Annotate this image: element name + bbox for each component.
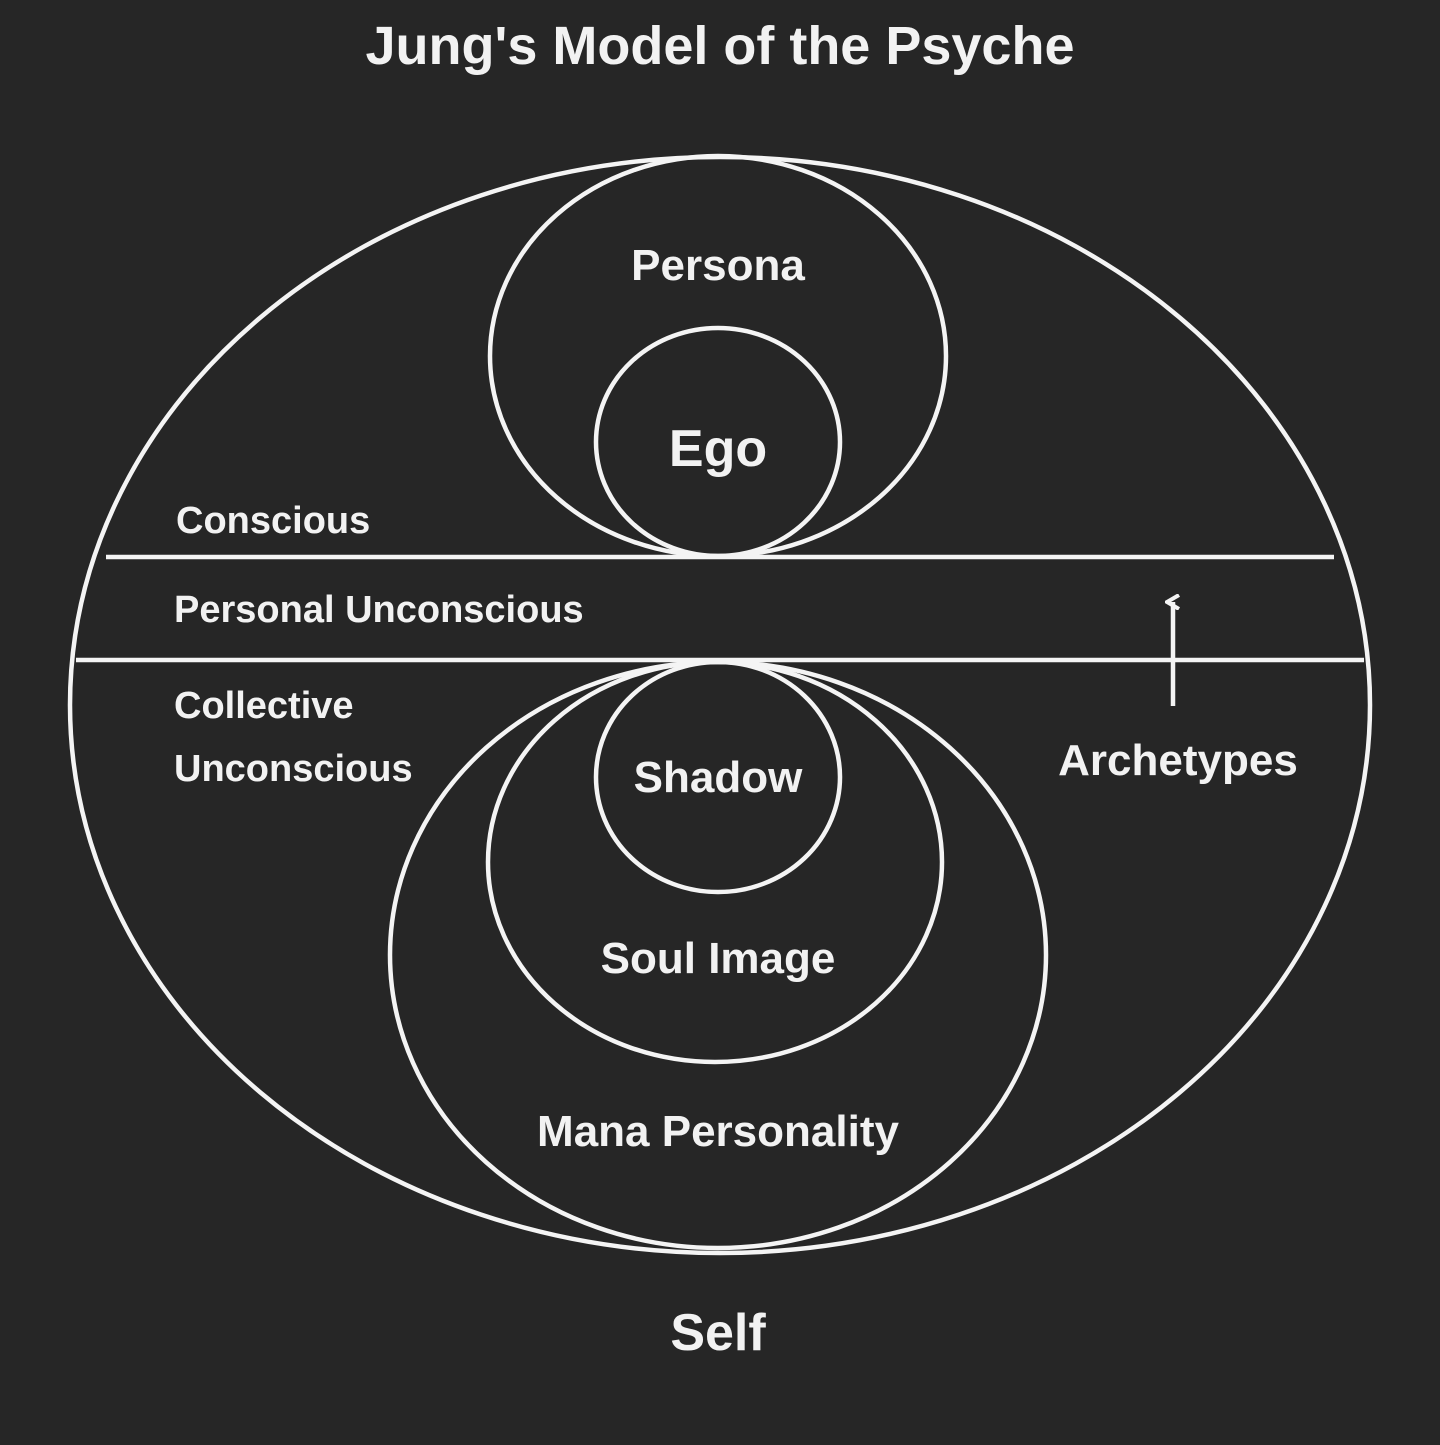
conscious-label: Conscious xyxy=(176,500,370,542)
shadow-label: Shadow xyxy=(634,753,803,802)
archetypes-label: Archetypes xyxy=(1058,736,1298,785)
soul-image-label: Soul Image xyxy=(601,934,836,983)
mana-personality-label: Mana Personality xyxy=(537,1107,899,1156)
personal-unconscious-label: Personal Unconscious xyxy=(174,589,584,631)
collective-unconscious-label-line2: Unconscious xyxy=(174,748,413,790)
soul-image-circle xyxy=(485,659,945,1065)
persona-label: Persona xyxy=(631,241,805,290)
ego-circle xyxy=(593,325,843,559)
mana-personality-circle xyxy=(387,659,1049,1251)
persona-circle xyxy=(487,153,949,559)
ego-label: Ego xyxy=(669,420,767,478)
collective-unconscious-label-line1: Collective xyxy=(174,685,354,727)
self-label: Self xyxy=(670,1304,766,1362)
diagram-title: Jung's Model of the Psyche xyxy=(366,16,1075,76)
